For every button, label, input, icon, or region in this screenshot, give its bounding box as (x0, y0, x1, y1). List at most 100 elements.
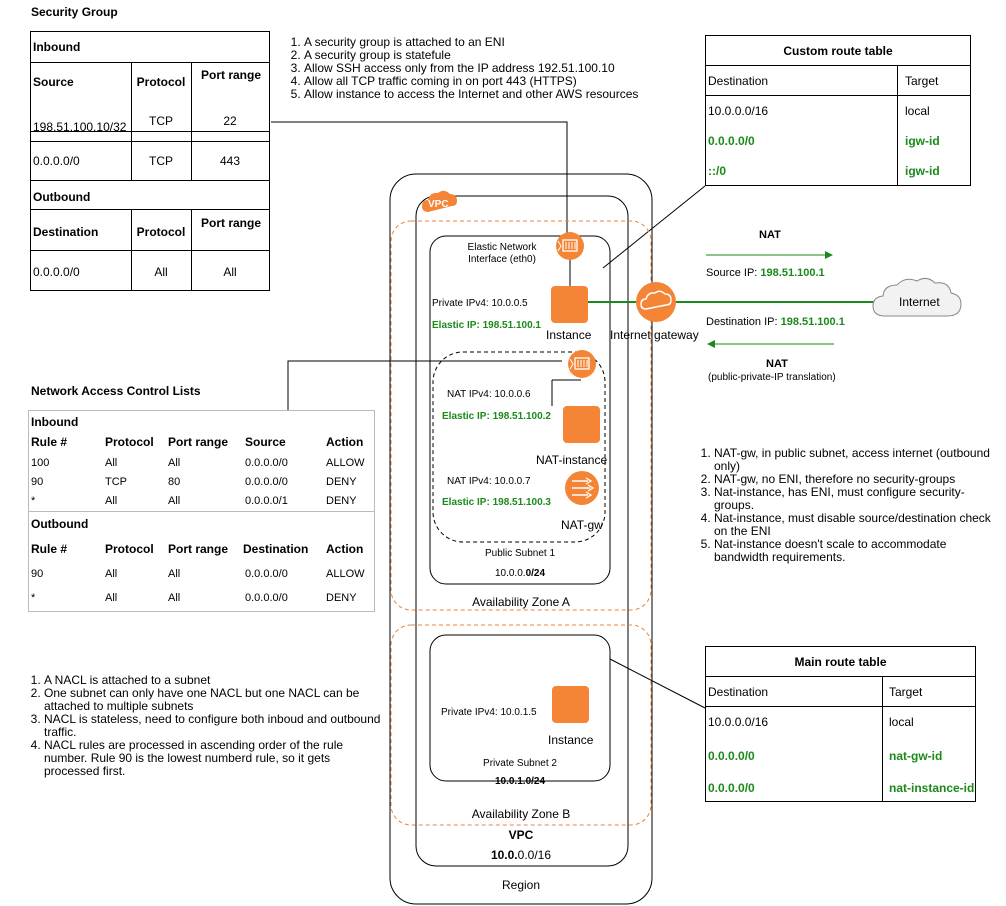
sg-note: Allow all TCP traffic coming in on port … (304, 75, 668, 88)
internet-cloud-icon (872, 277, 962, 317)
vpc-cidr-a: 10.0. (490, 848, 518, 862)
eni-label: Elastic Network Interface (eth0) (467, 242, 537, 265)
nat-instance-ipv4: NAT IPv4: 10.0.0.6 (447, 389, 531, 400)
public-subnet-cidr-a: 10.0.0. (494, 568, 526, 579)
nat-instance-label: NAT-instance (536, 453, 608, 467)
nat-gw-label: NAT-gw (561, 518, 603, 532)
nacl-in-action-0: ALLOW (326, 457, 365, 469)
security-group-table: Inbound Source Protocol Port range 198.5… (30, 31, 270, 291)
sg-outbound-header-port: Port range (201, 216, 262, 230)
vpc-label: VPC (508, 828, 534, 842)
sg-outbound-header-protocol: Protocol (136, 225, 186, 239)
nacl-in-rule-1: 90 (31, 476, 44, 488)
sg-inbound-source-1: 0.0.0.0/0 (33, 154, 80, 168)
nacl-outbound-label: Outbound (31, 517, 89, 531)
nacl-out-action-0: ALLOW (326, 568, 365, 580)
nacl-out-h-port: Port range (168, 542, 229, 556)
sg-to-eni-connector (271, 121, 568, 234)
private-instance-icon (552, 686, 589, 723)
private-subnet-box (429, 634, 611, 782)
nacl-out-port-1: All (168, 592, 181, 604)
mrt-dest-2: 0.0.0.0/0 (708, 781, 755, 795)
instance-icon (551, 286, 588, 323)
nacl-note: A NACL is attached to a subnet (44, 674, 388, 687)
nacl-out-destination-0: 0.0.0.0/0 (245, 568, 288, 580)
sg-inbound-protocol-0: TCP (149, 114, 173, 128)
crt-target-2: igw-id (905, 164, 940, 178)
nacl-in-source-0: 0.0.0.0/0 (245, 457, 288, 469)
nacl-in-h-port: Port range (168, 435, 229, 449)
nacl-note: NACL is stateless, need to configure bot… (44, 713, 388, 739)
nacl-out-h-destination: Destination (243, 542, 309, 556)
sg-outbound-header-destination: Destination (33, 225, 99, 239)
nacl-in-protocol-0: All (105, 457, 118, 469)
vpc-badge-label: VPC (428, 199, 449, 210)
sg-outbound-label: Outbound (33, 190, 91, 204)
nacl-title: Network Access Control Lists (31, 384, 201, 398)
availability-zone-b (390, 624, 652, 826)
security-group-title: Security Group (31, 5, 118, 19)
nat-outbound-label: NAT (759, 229, 781, 241)
private-subnet-cidr-b: 0/24 (525, 776, 546, 787)
nat-instance-eip: Elastic IP: 198.51.100.2 (442, 411, 551, 422)
mrt-target-1: nat-gw-id (889, 749, 943, 763)
internet-gateway-icon (636, 282, 676, 322)
nacl-in-h-protocol: Protocol (105, 435, 154, 449)
nat-note: NAT-gw, in public subnet, access interne… (714, 447, 1003, 473)
nacl-out-protocol-0: All (105, 568, 118, 580)
mrt-target-2: nat-instance-id (889, 781, 975, 795)
dest-ip-value: 198.51.100.1 (780, 316, 845, 328)
instance-private-ip: Private IPv4: 10.0.0.5 (432, 298, 528, 309)
main-route-table: Main route table Destination Target 10.0… (705, 646, 976, 802)
nacl-in-h-rule: Rule # (31, 435, 68, 449)
sg-inbound-protocol-1: TCP (149, 154, 173, 168)
instance-label: Instance (546, 328, 592, 342)
nacl-in-port-1: 80 (168, 476, 181, 488)
sg-outbound-protocol-0: All (154, 265, 168, 279)
nat-eni-icon (568, 350, 596, 378)
nacl-in-source-2: 0.0.0.0/1 (245, 495, 288, 507)
nacl-in-port-2: All (168, 495, 181, 507)
nat-gw-ipv4: NAT IPv4: 10.0.0.7 (447, 476, 531, 487)
main-route-connector (609, 658, 706, 709)
public-subnet-cidr: 10.0.0.0/24 (430, 568, 610, 579)
private-instance-label: Instance (548, 733, 594, 747)
eni-icon (556, 232, 584, 260)
nacl-in-h-action: Action (326, 435, 364, 449)
sg-inbound-label: Inbound (33, 40, 81, 54)
vpc-cloud-icon (422, 190, 457, 212)
mrt-header-destination: Destination (708, 685, 769, 699)
crt-target-1: igw-id (905, 134, 940, 148)
sg-note: Allow SSH access only from the IP addres… (304, 62, 668, 75)
nacl-in-protocol-1: TCP (105, 476, 127, 488)
az-a-label: Availability Zone A (472, 595, 570, 609)
nacl-out-destination-1: 0.0.0.0/0 (245, 592, 288, 604)
crt-header-destination: Destination (708, 74, 769, 88)
sg-notes: A security group is attached to an ENI A… (288, 36, 668, 101)
crt-target-0: local (905, 104, 930, 118)
nat-note: Nat-instance doesn't scale to accommodat… (714, 538, 1003, 564)
nacl-in-action-1: DENY (326, 476, 357, 488)
private-subnet-cidr-a: 10.0.1. (494, 776, 526, 787)
nacl-to-eni-connector (287, 360, 562, 410)
nat-gateway-icon (565, 471, 599, 505)
vpc-cidr: 10.0.0.0/16 (391, 848, 651, 862)
instance-elastic-ip: Elastic IP: 198.51.100.1 (432, 320, 541, 331)
nat-notes: NAT-gw, in public subnet, access interne… (698, 447, 1003, 564)
source-ip-prefix: Source IP: (706, 267, 761, 279)
internet-label: Internet (899, 295, 940, 309)
nacl-notes: A NACL is attached to a subnet One subne… (28, 674, 388, 778)
sg-inbound-port-0: 22 (223, 114, 237, 128)
crt-dest-0: 10.0.0.0/16 (708, 104, 769, 118)
nacl-in-port-0: All (168, 457, 181, 469)
nacl-out-h-action: Action (326, 542, 364, 556)
region-box (389, 173, 653, 905)
sg-inbound-header-port: Port range (201, 68, 262, 82)
nacl-out-port-0: All (168, 568, 181, 580)
main-route-table-title: Main route table (794, 655, 887, 669)
sg-inbound-header-source: Source (33, 75, 74, 89)
sg-inbound-source-0: 198.51.100.10/32 (33, 120, 127, 134)
nacl-out-rule-0: 90 (31, 568, 44, 580)
mrt-dest-1: 0.0.0.0/0 (708, 749, 755, 763)
